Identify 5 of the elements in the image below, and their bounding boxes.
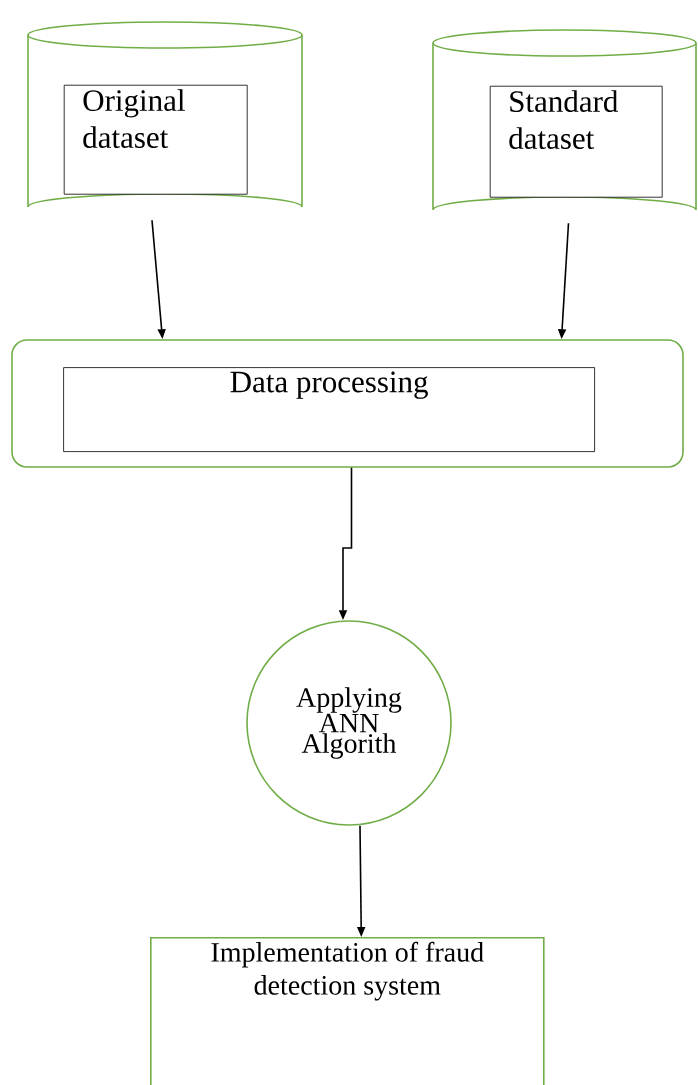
rounded-panel xyxy=(11,339,684,468)
process-box: Data processing xyxy=(63,367,595,452)
process-box: Implementation of fraud detection system xyxy=(150,937,545,1085)
dataset-box: Original dataset xyxy=(63,84,248,195)
dataset-box: Standard dataset xyxy=(489,85,663,198)
